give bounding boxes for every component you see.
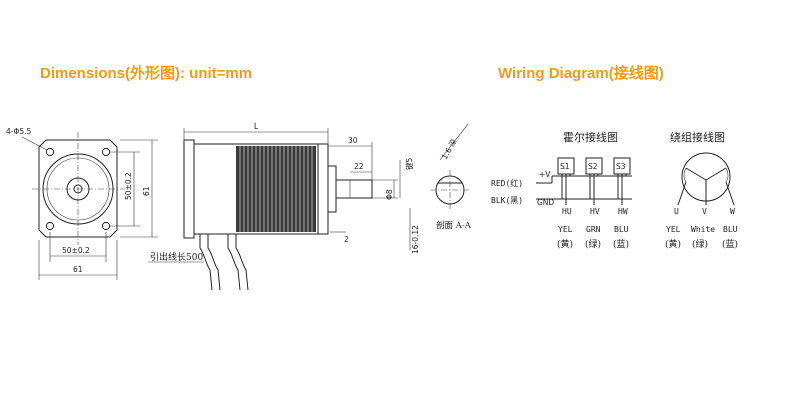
phase-color-white: White bbox=[691, 225, 715, 234]
sensor-label-s2: S2 bbox=[588, 162, 598, 171]
phase-color-blu: BLU bbox=[723, 225, 738, 234]
bolt-spacing-h-label: 50±0.2 bbox=[62, 246, 90, 255]
hall-color-blu: BLU bbox=[614, 225, 629, 234]
phase-color-cn-yellow: (黄) bbox=[665, 238, 681, 250]
flange-height-label: 61 bbox=[142, 186, 151, 196]
shaft bbox=[335, 179, 373, 199]
shaft-flat-label: 22 bbox=[354, 162, 364, 171]
lead-wire-3 bbox=[227, 234, 241, 291]
mount-hole-bl bbox=[45, 221, 55, 231]
section-label: 剖面 A-A bbox=[436, 220, 472, 231]
bolt-spacing-v-label: 50±0.2 bbox=[124, 172, 133, 200]
coil-u bbox=[683, 167, 687, 183]
front-view: 4-Φ5.5 50±0.2 61 50±0.2 61 bbox=[6, 127, 158, 280]
body-length-label: L bbox=[254, 122, 259, 131]
hall-output-hw: HW bbox=[618, 207, 628, 216]
hole-leader bbox=[21, 136, 48, 151]
shaft-diameter-label: Φ8 bbox=[385, 189, 394, 200]
hall-output-hu: HU bbox=[562, 207, 572, 216]
mount-hole-tl bbox=[45, 147, 55, 157]
coil-w bbox=[725, 167, 729, 183]
mount-hole-tr bbox=[101, 147, 111, 157]
flange-thickness-label: 2 bbox=[344, 235, 349, 244]
winding-arm-u bbox=[685, 167, 707, 181]
key-dim-label: 键5 bbox=[404, 158, 414, 170]
winding-arm-w bbox=[705, 167, 727, 181]
hall-color-cn-blue: (蓝) bbox=[613, 238, 629, 250]
phase-color-yel: YEL bbox=[666, 225, 681, 234]
supply-gnd-label: GND bbox=[537, 198, 554, 207]
hall-output-hv: HV bbox=[590, 207, 600, 216]
sensor-label-s3: S3 bbox=[616, 162, 626, 171]
hall-color-yel: YEL bbox=[558, 225, 573, 234]
winding-wiring: 绕组接线图 U V W YEL White BLU (黄) (绿) (蓝) bbox=[665, 130, 738, 250]
lead-u bbox=[677, 181, 687, 206]
hall-title: 霍尔接线图 bbox=[563, 130, 618, 144]
end-cap bbox=[317, 143, 329, 235]
hall-color-grn: GRN bbox=[586, 225, 601, 234]
shaft-length-label: 30 bbox=[348, 136, 358, 145]
flange-outline bbox=[38, 139, 118, 238]
mount-hole-br bbox=[101, 221, 111, 231]
supply-plus-label: +V bbox=[539, 170, 551, 179]
wiring-header: Wiring Diagram(接线图) bbox=[498, 65, 664, 82]
dimensions-header: Dimensions(外形图): unit=mm bbox=[40, 65, 253, 82]
lead-wire-4 bbox=[235, 234, 249, 291]
flat-depth-label: 1.6 深 bbox=[440, 137, 459, 161]
side-flange bbox=[183, 139, 195, 239]
phase-u-label: U bbox=[674, 207, 679, 216]
phase-w-label: W bbox=[730, 207, 735, 216]
hall-color-cn-yellow: (黄) bbox=[557, 238, 573, 250]
hall-wiring: 霍尔接线图 +V GND RED(红) BLK(黑) S1 S2 S3 HU H… bbox=[491, 130, 632, 250]
lead-wire-1 bbox=[199, 234, 213, 291]
hole-label: 4-Φ5.5 bbox=[6, 127, 32, 136]
red-wire-label: RED(红) bbox=[491, 178, 523, 188]
blk-wire-label: BLK(黑) bbox=[491, 196, 523, 205]
phase-color-cn-green: (绿) bbox=[692, 238, 708, 250]
lead-length-label: 引出线长500 bbox=[150, 251, 203, 263]
section-view: 1.6 深 剖面 A-A bbox=[430, 123, 472, 231]
sensor-label-s1: S1 bbox=[560, 162, 570, 171]
side-view: L 30 22 bbox=[148, 122, 420, 291]
lead-w bbox=[725, 181, 735, 206]
phase-color-cn-blue: (蓝) bbox=[722, 238, 738, 250]
hall-color-cn-green: (绿) bbox=[585, 238, 601, 250]
phase-v-label: V bbox=[702, 207, 707, 216]
stator-laminations bbox=[239, 146, 313, 232]
lead-wire-2 bbox=[207, 234, 221, 291]
flange-width-label: 61 bbox=[73, 265, 83, 274]
winding-title: 绕组接线图 bbox=[670, 130, 725, 144]
pilot-boss bbox=[327, 165, 337, 213]
flat-leader bbox=[439, 123, 469, 161]
pilot-dim-label: 16-0.12 bbox=[411, 225, 420, 254]
